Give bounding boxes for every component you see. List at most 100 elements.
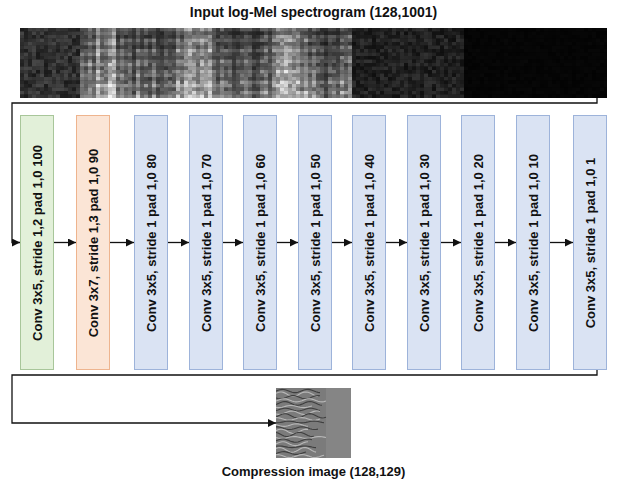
spectrogram-cell bbox=[348, 84, 352, 88]
spectrogram-cell bbox=[312, 49, 316, 53]
spectrogram-cell bbox=[208, 84, 212, 88]
spectrogram-cell bbox=[260, 81, 264, 85]
spectrogram-cell bbox=[240, 46, 244, 50]
spectrogram-cell bbox=[268, 42, 272, 46]
spectrogram-cell bbox=[288, 91, 292, 95]
spectrogram-cell bbox=[176, 95, 180, 99]
spectrogram-cell bbox=[408, 67, 412, 71]
spectrogram-cell bbox=[288, 95, 292, 99]
spectrogram-cell bbox=[124, 67, 128, 71]
spectrogram-cell bbox=[180, 77, 184, 81]
spectrogram-cell bbox=[356, 84, 360, 88]
spectrogram-cell bbox=[104, 53, 108, 57]
spectrogram-cell bbox=[336, 77, 340, 81]
spectrogram-cell bbox=[144, 74, 148, 78]
spectrogram-cell bbox=[188, 42, 192, 46]
spectrogram-cell bbox=[404, 53, 408, 57]
spectrogram-cell bbox=[204, 32, 208, 36]
spectrogram-cell bbox=[308, 91, 312, 95]
spectrogram-cell bbox=[404, 49, 408, 53]
spectrogram-cell bbox=[216, 91, 220, 95]
spectrogram-cell bbox=[100, 70, 104, 74]
spectrogram-cell bbox=[332, 42, 336, 46]
spectrogram-cell bbox=[364, 81, 368, 85]
spectrogram-cell bbox=[224, 28, 228, 32]
spectrogram-cell bbox=[372, 39, 376, 43]
spectrogram-cell bbox=[40, 42, 44, 46]
spectrogram-cell bbox=[272, 81, 276, 85]
spectrogram-cell bbox=[216, 74, 220, 78]
spectrogram-cell bbox=[220, 49, 224, 53]
spectrogram-cell bbox=[264, 63, 268, 67]
spectrogram-cell bbox=[288, 88, 292, 92]
spectrogram-cell bbox=[116, 53, 120, 57]
spectrogram-cell bbox=[100, 39, 104, 43]
spectrogram-cell bbox=[332, 53, 336, 57]
spectrogram-cell bbox=[364, 84, 368, 88]
spectrogram-cell bbox=[316, 42, 320, 46]
spectrogram-cell bbox=[180, 28, 184, 32]
spectrogram-cell bbox=[80, 70, 84, 74]
spectrogram-cell bbox=[284, 28, 288, 32]
spectrogram-cell bbox=[348, 60, 352, 64]
spectrogram-cell bbox=[404, 84, 408, 88]
spectrogram-cell bbox=[244, 67, 248, 71]
spectrogram-cell bbox=[32, 32, 36, 36]
spectrogram-cell bbox=[140, 74, 144, 78]
spectrogram-cell bbox=[208, 88, 212, 92]
spectrogram-cell bbox=[232, 60, 236, 64]
spectrogram-cell bbox=[368, 39, 372, 43]
spectrogram-cell bbox=[252, 91, 256, 95]
spectrogram-cell bbox=[132, 46, 136, 50]
spectrogram-cell bbox=[408, 53, 412, 57]
spectrogram-cell bbox=[120, 32, 124, 36]
spectrogram-cell bbox=[224, 95, 228, 99]
spectrogram-cell bbox=[216, 32, 220, 36]
spectrogram-cell bbox=[336, 49, 340, 53]
spectrogram-cell bbox=[84, 74, 88, 78]
spectrogram-cell bbox=[396, 49, 400, 53]
spectrogram-cell bbox=[176, 70, 180, 74]
spectrogram-cell bbox=[112, 88, 116, 92]
spectrogram-cell bbox=[148, 70, 152, 74]
spectrogram-cell bbox=[128, 91, 132, 95]
spectrogram-cell bbox=[224, 53, 228, 57]
spectrogram-cell bbox=[220, 91, 224, 95]
spectrogram-cell bbox=[328, 60, 332, 64]
spectrogram-cell bbox=[232, 70, 236, 74]
spectrogram-cell bbox=[48, 56, 52, 60]
spectrogram-cell bbox=[412, 42, 416, 46]
spectrogram-cell bbox=[400, 88, 404, 92]
spectrogram-cell bbox=[324, 60, 328, 64]
spectrogram-cell bbox=[240, 95, 244, 99]
spectrogram-cell bbox=[224, 46, 228, 50]
spectrogram-cell bbox=[76, 67, 80, 71]
spectrogram-cell bbox=[212, 35, 216, 39]
spectrogram-cell bbox=[280, 67, 284, 71]
spectrogram-cell bbox=[356, 60, 360, 64]
spectrogram-cell bbox=[144, 39, 148, 43]
spectrogram-cell bbox=[376, 46, 380, 50]
spectrogram-cell bbox=[216, 60, 220, 64]
spectrogram-cell bbox=[308, 60, 312, 64]
spectrogram-cell bbox=[368, 84, 372, 88]
spectrogram-cell bbox=[52, 63, 56, 67]
spectrogram-cell bbox=[228, 49, 232, 53]
spectrogram-cell bbox=[352, 77, 356, 81]
spectrogram-cell bbox=[328, 56, 332, 60]
spectrogram-cell bbox=[136, 53, 140, 57]
spectrogram-cell bbox=[156, 67, 160, 71]
spectrogram-cell bbox=[368, 35, 372, 39]
spectrogram-cell bbox=[196, 46, 200, 50]
spectrogram-cell bbox=[44, 60, 48, 64]
spectrogram-cell bbox=[76, 35, 80, 39]
spectrogram-cell bbox=[388, 46, 392, 50]
spectrogram-cell bbox=[160, 56, 164, 60]
spectrogram-cell bbox=[192, 35, 196, 39]
spectrogram-cell bbox=[412, 53, 416, 57]
spectrogram-cell bbox=[320, 70, 324, 74]
spectrogram-cell bbox=[280, 63, 284, 67]
spectrogram-cell bbox=[152, 74, 156, 78]
spectrogram-cell bbox=[252, 32, 256, 36]
spectrogram-cell bbox=[360, 53, 364, 57]
